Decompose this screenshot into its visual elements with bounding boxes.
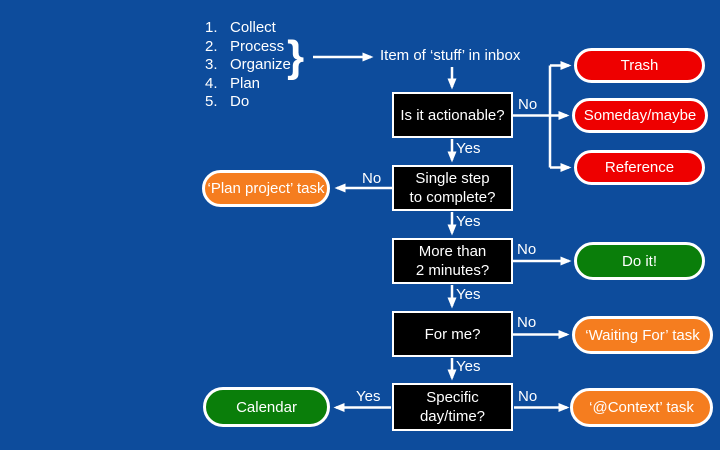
terminal-context-task: ‘@Context’ task [570, 388, 713, 427]
list-item: 2. Process [205, 38, 291, 57]
edge-label-single-step-yes: Yes [456, 213, 481, 230]
terminal-waiting-for-task: ‘Waiting For’ task [572, 316, 713, 354]
decision-single-step: Single step to complete? [392, 165, 513, 211]
terminal-label: ‘Waiting For’ task [585, 326, 700, 344]
list-item: 3. Organize [205, 56, 291, 75]
terminal-label: Trash [620, 57, 659, 74]
decision-question: Single step to complete? [409, 170, 496, 206]
terminal-label: ‘Plan project’ task [207, 180, 325, 197]
terminal-do-it: Do it! [574, 242, 705, 280]
edge-label-day-time-yes: Yes [356, 388, 381, 405]
edge-label-actionable-yes: Yes [456, 140, 481, 157]
edge-label-actionable-no: No [518, 96, 538, 113]
edge-label-day-time-no: No [518, 388, 538, 405]
decision-question: More than 2 minutes? [415, 243, 490, 279]
terminal-label: Reference [604, 159, 675, 176]
terminal-label: Do it! [621, 252, 657, 270]
edge-label-two-minutes-no: No [517, 241, 537, 258]
terminal-label: Someday/maybe [583, 107, 697, 124]
list-item-number: 3. [205, 56, 218, 73]
list-item: 1. Collect [205, 19, 291, 38]
list-item-label: Process [230, 37, 285, 55]
list-item-number: 2. [205, 37, 218, 55]
decision-question: Specific day/time? [419, 389, 486, 425]
decision-question: For me? [424, 325, 481, 343]
decision-more-than-2-minutes: More than 2 minutes? [392, 238, 513, 284]
decision-question: Is it actionable? [400, 106, 505, 124]
edge-label-single-step-no: No [362, 170, 382, 187]
edge-label-for-me-no: No [517, 314, 537, 331]
terminal-label: ‘@Context’ task [589, 399, 694, 416]
terminal-someday-maybe: Someday/maybe [572, 98, 708, 133]
list-item-label: Plan [230, 74, 261, 92]
terminal-label: Calendar [236, 398, 297, 416]
list-item-label: Organize [230, 56, 291, 73]
terminal-trash: Trash [574, 48, 705, 83]
list-item-label: Collect [230, 19, 276, 36]
list-item-number: 1. [205, 19, 218, 36]
decision-for-me: For me? [392, 311, 513, 357]
list-item-number: 5. [205, 93, 218, 110]
steps-list: 1. Collect 2. Process 3. Organize 4. Pla… [205, 19, 291, 112]
decision-is-it-actionable: Is it actionable? [392, 92, 513, 138]
list-item: 4. Plan [205, 75, 291, 94]
inbox-label: Item of ‘stuff’ in inbox [380, 47, 521, 64]
decision-specific-day-time: Specific day/time? [392, 383, 513, 431]
list-item-number: 4. [205, 74, 218, 92]
edge-label-for-me-yes: Yes [456, 358, 481, 375]
grouping-brace: } [287, 32, 305, 81]
terminal-calendar: Calendar [203, 387, 330, 427]
list-item: 5. Do [205, 93, 291, 112]
list-item-label: Do [230, 93, 250, 110]
edge-label-two-minutes-yes: Yes [456, 286, 481, 303]
terminal-plan-project-task: ‘Plan project’ task [202, 170, 330, 207]
terminal-reference: Reference [574, 150, 705, 185]
